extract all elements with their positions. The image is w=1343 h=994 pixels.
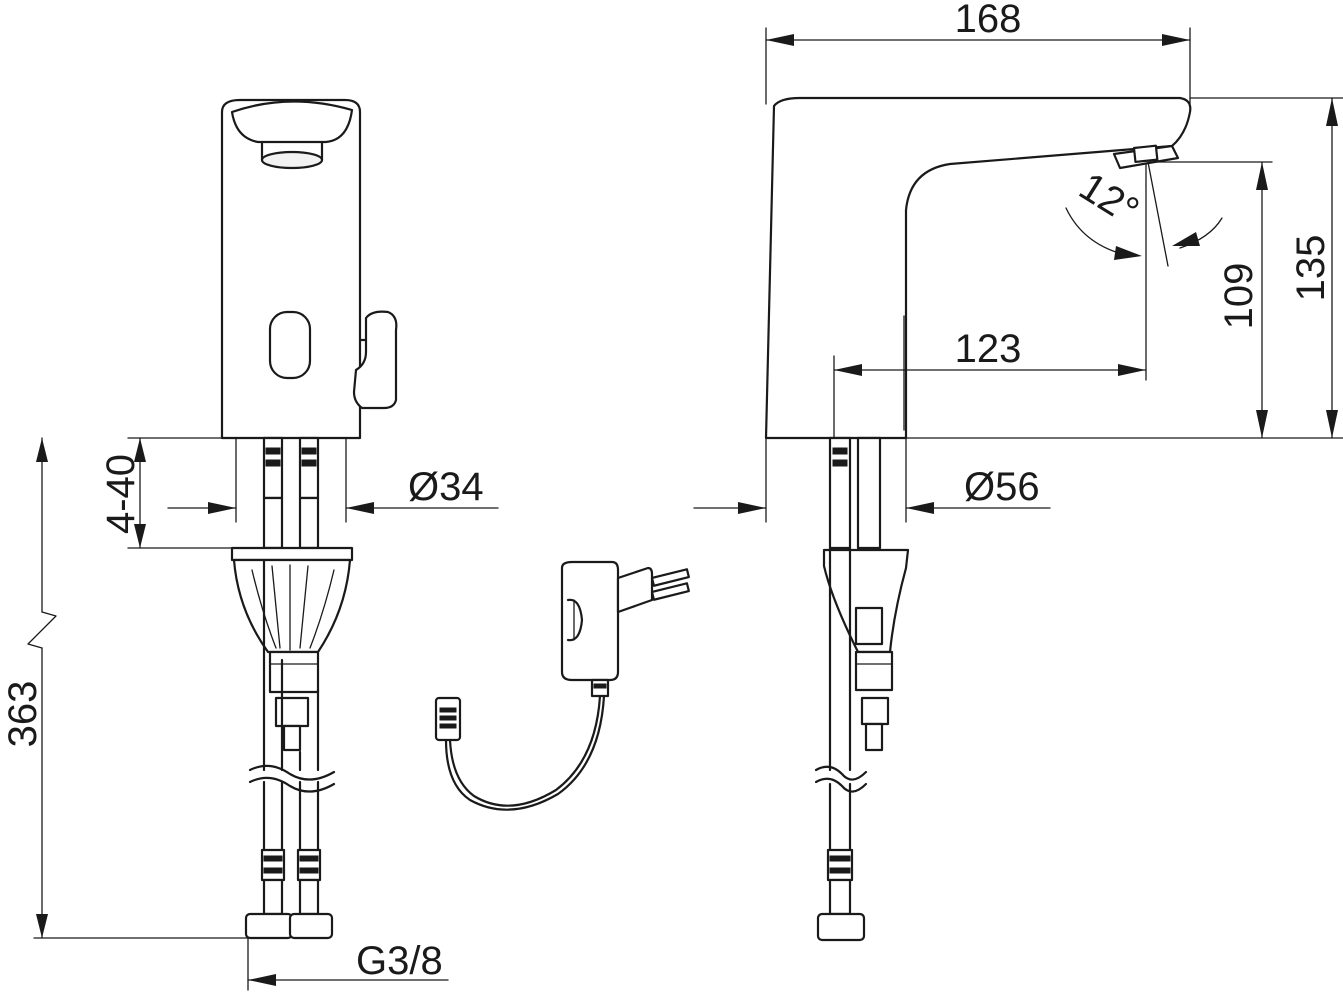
front-outlet-recess — [230, 100, 354, 144]
power-adapter — [434, 560, 690, 811]
dim-hole-min: Ø34 — [408, 465, 484, 509]
dim-thread: G3/8 — [356, 939, 443, 983]
dim-overall-height: 135 — [1289, 235, 1333, 302]
dim-spray-angle: 12° — [1072, 164, 1147, 233]
front-view — [127, 98, 398, 940]
side-supply-tubes — [828, 436, 882, 550]
dim-projection: 123 — [955, 327, 1022, 371]
front-mounting-funnel — [230, 546, 354, 752]
side-hose — [814, 546, 868, 942]
front-supply-tubes — [262, 436, 320, 550]
dim-hose-length: 363 — [1, 681, 45, 748]
side-view — [764, 96, 1343, 942]
dim-deck-thickness: 4-40 — [99, 454, 143, 534]
side-faucet-body — [764, 96, 1192, 440]
front-faucet-body — [220, 98, 362, 440]
side-mounting-funnel — [822, 548, 910, 752]
front-lever — [352, 310, 398, 410]
dim-hole-max: Ø56 — [964, 465, 1040, 509]
front-hoses — [244, 558, 336, 940]
front-dimensions: 4-40 363 Ø34 G3/8 — [1, 437, 499, 991]
adapter-cable — [448, 694, 602, 807]
sensor-window — [268, 310, 312, 380]
dim-overall-width: 168 — [955, 0, 1022, 41]
dim-outlet-height: 109 — [1217, 263, 1261, 330]
